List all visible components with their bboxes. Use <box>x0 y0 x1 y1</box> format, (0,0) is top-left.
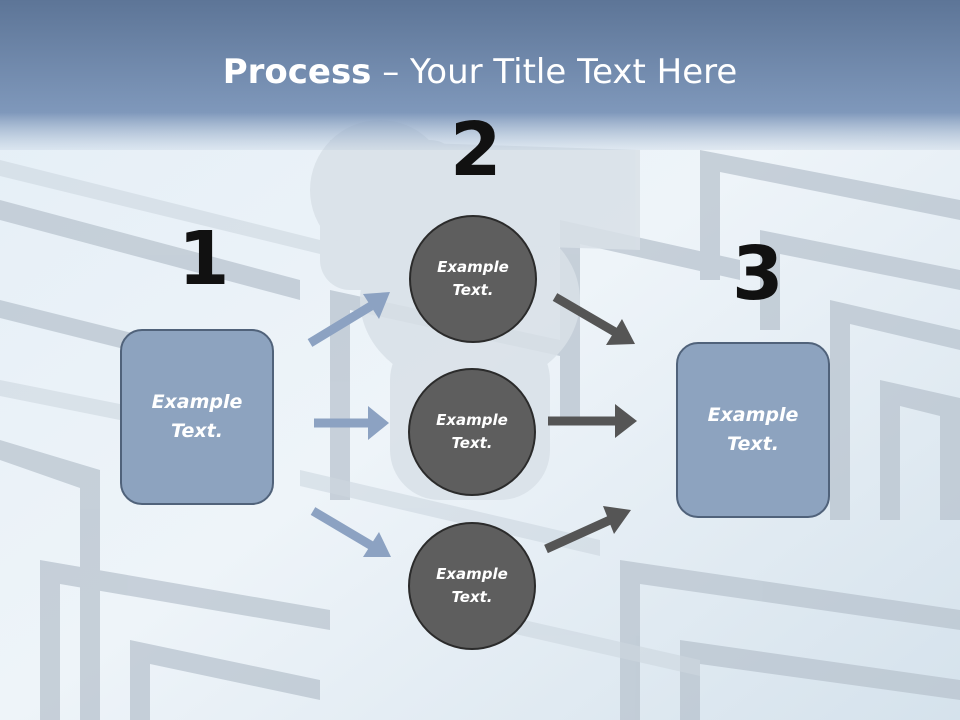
step-number-3: 3 <box>732 231 784 317</box>
process-circle-middle-text: Example Text. <box>436 411 508 452</box>
title-rest: – Your Title Text Here <box>371 52 738 92</box>
process-circle-middle: Example Text. <box>408 368 536 496</box>
arrow-left-to-middle <box>314 406 389 440</box>
arrow-bottom-to-right <box>544 506 631 554</box>
arrow-left-to-top <box>307 292 390 347</box>
arrow-left-to-bottom <box>310 507 391 557</box>
step-number-2: 2 <box>450 107 502 193</box>
page-title: Process – Your Title Text Here <box>0 52 960 92</box>
process-circle-bottom: Example Text. <box>408 522 536 650</box>
step-number-1: 1 <box>178 216 230 302</box>
process-box-start-text: Example Text. <box>151 391 243 442</box>
process-circle-top-text: Example Text. <box>437 258 509 299</box>
title-bold: Process <box>222 52 372 92</box>
process-box-end: Example Text. <box>676 342 830 518</box>
process-box-end-text: Example Text. <box>707 404 799 455</box>
process-circle-top: Example Text. <box>409 215 537 343</box>
arrow-middle-to-right <box>548 404 637 438</box>
process-circle-bottom-text: Example Text. <box>436 565 508 606</box>
process-box-start: Example Text. <box>120 329 274 505</box>
arrow-top-to-right <box>552 293 635 345</box>
